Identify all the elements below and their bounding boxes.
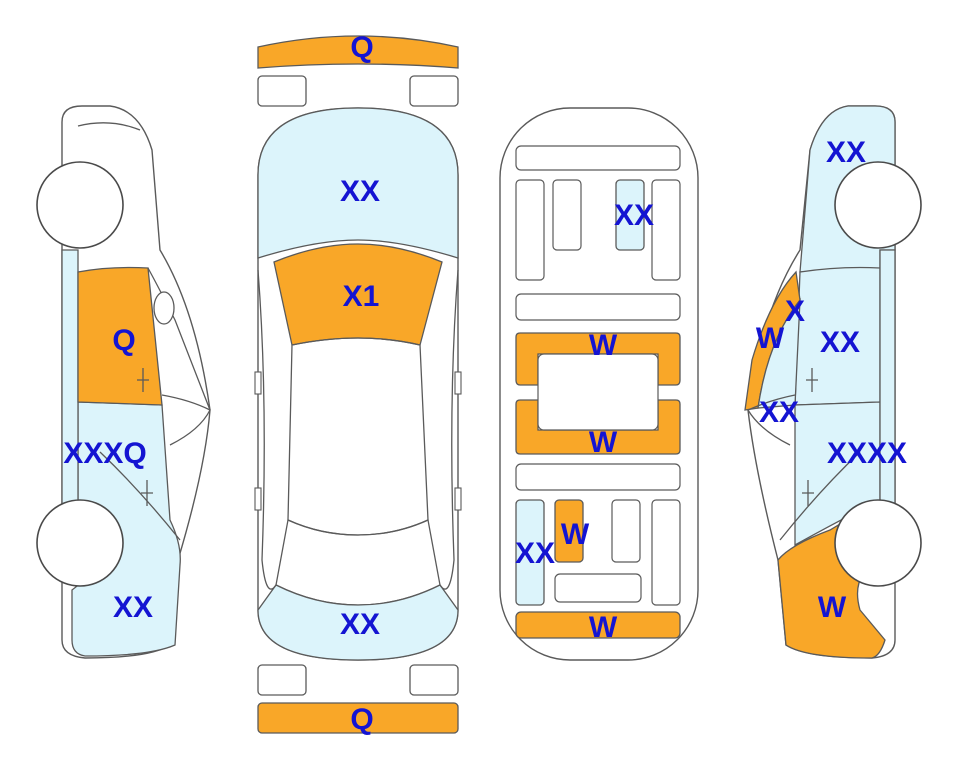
floor-pan-upper[interactable] — [515, 332, 681, 386]
label-underbody-rail-small: W — [561, 518, 590, 551]
front-right-inner-rail[interactable] — [615, 179, 645, 251]
left-handle-top — [254, 487, 262, 511]
left-rear-wheel — [36, 499, 124, 587]
label-underbody-left-rail: XX — [515, 537, 555, 570]
label-windshield: X1 — [343, 280, 380, 313]
label-right-pillar-x: X — [785, 295, 805, 328]
floor-pan-lower[interactable] — [515, 399, 681, 455]
label-underbody-top-rail: XX — [614, 199, 654, 232]
label-right-door-frame: XX — [759, 396, 799, 429]
right-mirror-top — [454, 371, 462, 395]
rear-left-light — [257, 664, 307, 696]
label-floor-lower: W — [589, 426, 618, 459]
rear-left-inner-rail[interactable] — [554, 499, 584, 563]
left-side-view — [36, 105, 211, 659]
rear-body-panel[interactable] — [515, 611, 681, 639]
left-a-pillar-line — [257, 269, 277, 590]
left-mirror-top — [254, 371, 262, 395]
right-window-line — [747, 394, 796, 446]
right-door-handle-rear — [802, 480, 814, 506]
rear-floor-cross — [554, 573, 642, 603]
right-door-handle-front — [806, 368, 818, 392]
label-trunk-lid: XX — [340, 608, 380, 641]
front-bumper[interactable] — [257, 35, 459, 69]
label-right-rocker: XXXX — [827, 437, 907, 470]
hood[interactable] — [257, 107, 459, 259]
label-right-rear-quarter: W — [818, 591, 847, 624]
trunk-lid[interactable] — [257, 584, 459, 661]
label-rear-bumper: Q — [350, 703, 373, 736]
left-rocker-panel[interactable] — [61, 249, 79, 521]
rear-bumper[interactable] — [257, 702, 459, 734]
rear-right-light — [409, 664, 459, 696]
right-rear-wheel — [834, 499, 922, 587]
left-roof-line — [77, 122, 141, 131]
label-right-door-front: XX — [820, 326, 860, 359]
right-handle-top — [454, 487, 462, 511]
rear-crossmember — [515, 463, 681, 491]
damage-labels: Q XXXQ XX Q XX X1 XX Q XX W W XX W W XX … — [63, 31, 907, 736]
label-floor-upper: W — [589, 329, 618, 362]
rear-right-frame — [651, 499, 681, 606]
front-left-frame — [515, 179, 545, 281]
left-front-door[interactable] — [77, 266, 163, 406]
label-left-door-front: Q — [112, 324, 135, 357]
rear-right-inner — [611, 499, 641, 563]
left-front-wheel — [36, 161, 124, 249]
front-left-light — [257, 75, 307, 107]
left-window-line — [161, 394, 211, 446]
left-door-handle-front — [137, 368, 149, 392]
left-sill-line — [99, 451, 181, 541]
right-door-frame[interactable] — [757, 298, 801, 409]
front-crossmember — [515, 145, 681, 171]
label-left-rear-quarter: XX — [113, 591, 153, 624]
right-sill-line — [779, 451, 861, 541]
front-left-inner — [552, 179, 582, 251]
right-front-wheel — [834, 161, 922, 249]
mid-crossmember — [515, 293, 681, 321]
right-rocker-panel[interactable] — [879, 249, 896, 521]
label-front-bumper: Q — [350, 31, 373, 64]
top-view — [254, 35, 462, 734]
right-side-view — [744, 105, 922, 659]
label-hood: XX — [340, 175, 380, 208]
label-right-pillar-w: W — [756, 322, 785, 355]
rear-left-rail[interactable] — [515, 499, 545, 606]
floor-center-tunnel — [537, 353, 659, 431]
label-right-fender: XX — [826, 136, 866, 169]
underbody-view — [499, 107, 699, 661]
front-right-frame — [651, 179, 681, 281]
label-rear-panel: W — [589, 611, 618, 644]
label-left-rocker: XXXQ — [63, 437, 146, 470]
left-mirror — [153, 291, 175, 325]
front-right-light — [409, 75, 459, 107]
right-a-pillar-line — [439, 269, 459, 590]
